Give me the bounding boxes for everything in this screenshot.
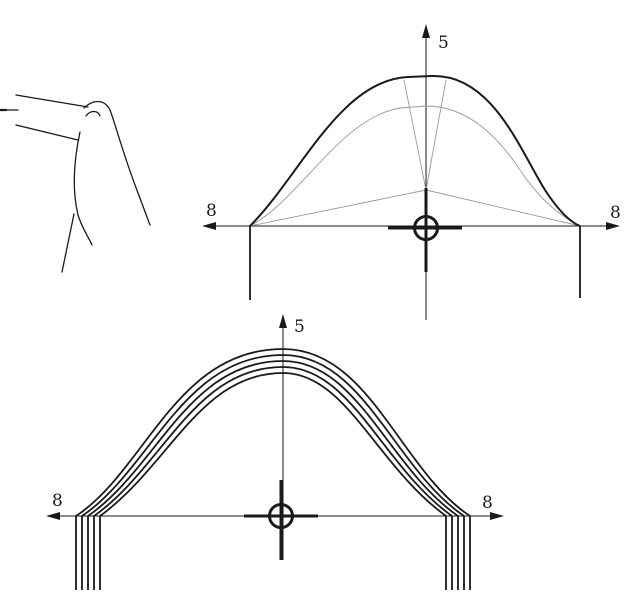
top-guide-lines	[249, 79, 581, 227]
top-sleeve-cap: 5 8 8	[202, 24, 621, 320]
bottom-graded-curve	[81, 354, 465, 517]
top-guide-fan-1	[403, 79, 427, 191]
bottom-graded-curve	[93, 366, 453, 517]
hand-mark	[85, 110, 101, 117]
bottom-graded-curve	[99, 372, 447, 517]
bottom-axis-up-arrow	[279, 314, 287, 328]
top-axis-up-arrow	[422, 24, 430, 38]
torso-line	[73, 131, 93, 246]
bottom-graded-curves	[75, 348, 471, 590]
arm-sketch	[0, 94, 151, 273]
arm-bottom-line	[15, 124, 79, 141]
top-crosshair-icon	[388, 188, 462, 272]
bottom-axis-left-arrow	[46, 512, 60, 520]
bottom-axis-right-arrow	[490, 512, 504, 520]
torso-lower	[61, 213, 75, 273]
top-guide-left-base	[249, 189, 427, 227]
shoulder-curve	[83, 100, 151, 226]
bottom-axis-right-label: 8	[482, 493, 493, 513]
top-axis-left-label: 8	[206, 201, 217, 221]
bottom-sleeve-cap: 5 8 8	[46, 314, 504, 590]
top-axis-up-label: 5	[438, 33, 449, 53]
top-axis-right-label: 8	[610, 203, 621, 223]
bottom-graded-curve	[87, 360, 459, 517]
top-inner-curve	[249, 105, 581, 227]
bottom-graded-curve	[75, 348, 471, 517]
top-guide-fan-2	[425, 79, 447, 191]
top-axis-right-arrow	[606, 222, 620, 230]
bottom-crosshair-icon	[244, 480, 318, 560]
bottom-axis-up-label: 5	[294, 317, 305, 337]
bottom-axis-left-label: 8	[52, 491, 63, 511]
top-axis-left-arrow	[202, 222, 216, 230]
top-guide-right-base	[425, 189, 581, 227]
arm-top-line	[15, 94, 89, 108]
top-outer-curve	[249, 74, 581, 227]
